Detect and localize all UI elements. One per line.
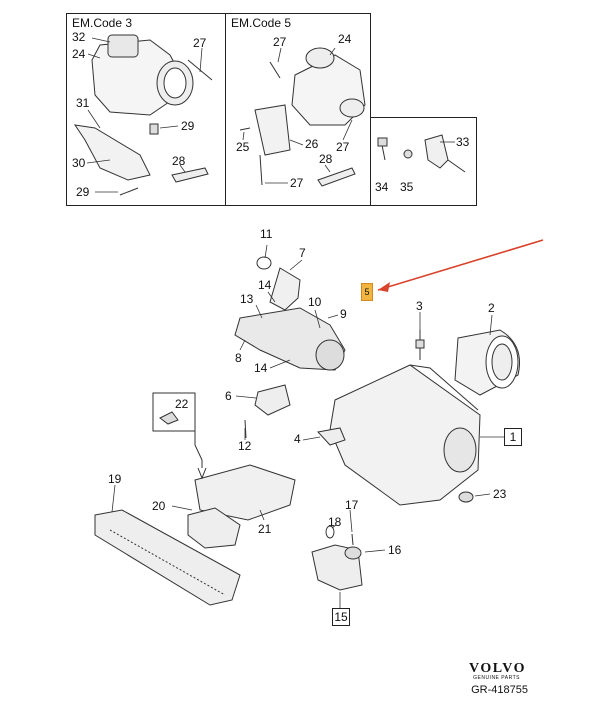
label-31: 31 xyxy=(76,96,90,110)
leader-lines xyxy=(86,37,504,608)
label-20: 20 xyxy=(152,499,166,513)
filter-housing-drawing xyxy=(329,330,481,506)
intake-duct-drawing xyxy=(187,460,296,549)
label-35: 35 xyxy=(400,180,414,194)
clip-22-drawing xyxy=(159,411,179,425)
label-3: 3 xyxy=(416,299,423,313)
label-33: 33 xyxy=(456,135,470,149)
inset-title: EM.Code 5 xyxy=(231,16,292,30)
highlighted-label-5: 5 xyxy=(361,283,373,301)
label-23: 23 xyxy=(493,487,507,501)
label-34: 34 xyxy=(375,180,389,194)
label-17: 17 xyxy=(345,498,359,512)
label-18: 18 xyxy=(328,515,342,529)
label-16: 16 xyxy=(388,543,402,557)
label-29: 29 xyxy=(181,119,195,133)
brand-logo: VOLVO xyxy=(469,661,526,676)
label-9: 9 xyxy=(340,307,347,321)
label-14b: 14 xyxy=(254,361,268,375)
label-19: 19 xyxy=(108,472,122,486)
label-28: 28 xyxy=(319,152,333,166)
label-30: 30 xyxy=(72,156,86,170)
label-27c: 27 xyxy=(290,176,304,190)
label-14: 14 xyxy=(258,278,272,292)
pointer-arrow xyxy=(377,239,544,291)
label-24: 24 xyxy=(72,47,86,61)
bracket-drawing xyxy=(73,123,209,196)
intake-hose-drawing xyxy=(234,256,346,439)
label-6: 6 xyxy=(225,389,232,403)
clip-22-leader xyxy=(194,410,203,461)
label-2: 2 xyxy=(488,301,495,315)
boxed-label-15: 15 xyxy=(332,608,350,626)
mount-drawing xyxy=(311,525,363,591)
label-26: 26 xyxy=(305,137,319,151)
label-4: 4 xyxy=(294,432,301,446)
throttle-body-variant-drawing xyxy=(239,47,366,187)
label-8: 8 xyxy=(235,351,242,365)
throttle-body-drawing xyxy=(91,34,213,116)
label-27: 27 xyxy=(273,35,287,49)
air-guide-drawing xyxy=(94,509,241,606)
label-12: 12 xyxy=(238,439,252,453)
pointer-arrowhead xyxy=(378,282,390,292)
label-7: 7 xyxy=(299,246,306,260)
inset-title: EM.Code 3 xyxy=(72,16,133,30)
filter-element-drawing xyxy=(454,329,520,396)
label-27b: 27 xyxy=(336,140,350,154)
label-28: 28 xyxy=(172,154,186,168)
boxed-label-1: 1 xyxy=(504,428,522,446)
brand-tagline: GENUINE PARTS xyxy=(473,675,520,681)
label-25: 25 xyxy=(236,140,250,154)
label-13: 13 xyxy=(240,292,254,306)
label-22: 22 xyxy=(175,397,189,411)
bracket-4-drawing xyxy=(317,427,346,446)
label-24: 24 xyxy=(338,32,352,46)
label-32: 32 xyxy=(72,30,86,44)
label-11: 11 xyxy=(260,227,273,241)
diagram-code: GR-418755 xyxy=(471,684,528,696)
sensor-drawing xyxy=(377,134,466,173)
inset-sensor xyxy=(370,117,477,206)
label-10: 10 xyxy=(308,295,322,309)
clip-22-box xyxy=(152,392,196,432)
label-21: 21 xyxy=(258,522,272,536)
label-29b: 29 xyxy=(76,185,90,199)
label-27: 27 xyxy=(193,36,207,50)
